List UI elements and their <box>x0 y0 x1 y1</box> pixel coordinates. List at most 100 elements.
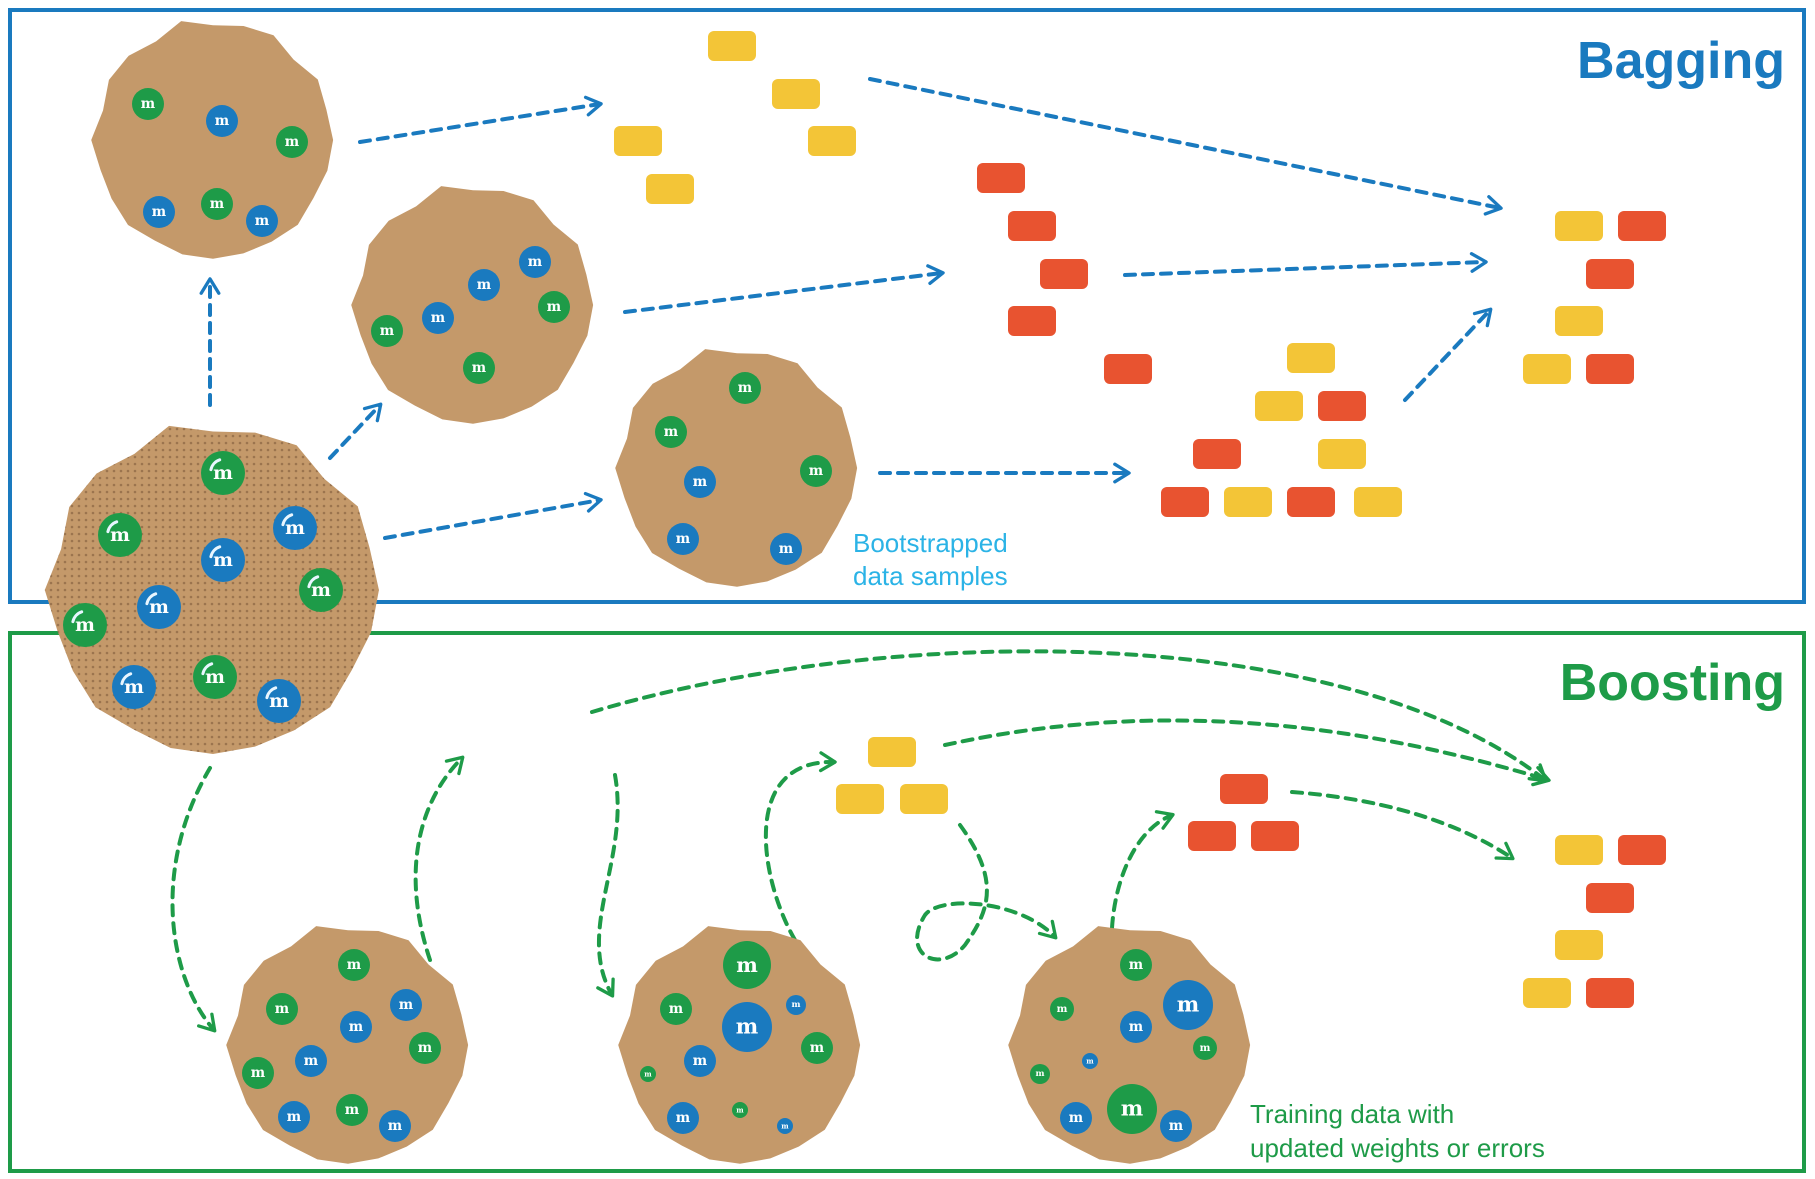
prediction-block-icon <box>1287 487 1335 517</box>
svg-text:m: m <box>431 310 446 326</box>
boosting-model-1-blocks <box>836 737 948 814</box>
prediction-block-icon <box>1586 259 1634 289</box>
arrow-icon <box>590 649 1548 783</box>
candy-icon: m <box>137 585 181 629</box>
candy-icon: m <box>390 989 422 1021</box>
svg-text:m: m <box>676 531 691 547</box>
boosting-final-blocks <box>1523 835 1666 1008</box>
prediction-block-icon <box>1040 259 1088 289</box>
bagging-final-blocks <box>1523 211 1666 384</box>
svg-text:m: m <box>693 1053 708 1069</box>
boosting-arrows <box>170 649 1551 1033</box>
arrow-icon <box>596 773 620 998</box>
svg-text:m: m <box>388 1118 403 1134</box>
prediction-block-icon <box>1523 354 1571 384</box>
candy-icon: m <box>723 941 771 989</box>
candy-icon: m <box>1193 1036 1217 1060</box>
candy-icon: m <box>371 315 403 347</box>
candy-icon: m <box>338 949 370 981</box>
prediction-block-icon <box>772 79 820 109</box>
svg-text:m: m <box>809 463 824 479</box>
svg-text:m: m <box>287 1109 302 1125</box>
bagging-frame <box>8 8 1806 604</box>
candy-icon: m <box>201 188 233 220</box>
prediction-block-icon <box>1555 930 1603 960</box>
arrow-icon <box>1403 307 1493 402</box>
svg-text:m: m <box>781 1122 789 1131</box>
svg-text:m: m <box>304 1053 319 1069</box>
boosting-title: Boosting <box>1560 654 1785 712</box>
svg-text:m: m <box>644 1070 652 1079</box>
svg-text:m: m <box>285 517 305 539</box>
svg-text:m: m <box>347 957 362 973</box>
prediction-block-icon <box>1193 439 1241 469</box>
candy-icon: m <box>729 372 761 404</box>
candy-icon: m <box>257 679 301 723</box>
prediction-block-icon <box>1161 487 1209 517</box>
svg-text:m: m <box>269 690 289 712</box>
candy-icon: m <box>422 302 454 334</box>
prediction-block-icon <box>1224 487 1272 517</box>
bagging-model-2-blocks <box>977 163 1088 336</box>
candy-icon: m <box>201 538 245 582</box>
svg-text:m: m <box>110 524 130 546</box>
prediction-block-icon <box>1287 343 1335 373</box>
bagging-title: Bagging <box>1577 32 1785 90</box>
candy-icon: m <box>468 269 500 301</box>
prediction-block-icon <box>868 737 916 767</box>
candy-icon: m <box>379 1110 411 1142</box>
svg-text:m: m <box>149 596 169 618</box>
candy-icon: m <box>655 416 687 448</box>
candy-icon: m <box>1060 1102 1092 1134</box>
candy-icon: m <box>1163 980 1213 1030</box>
prediction-block-icon <box>1354 487 1402 517</box>
arrow-icon <box>413 755 465 962</box>
prediction-block-icon <box>1618 835 1666 865</box>
candy-icon: m <box>684 1045 716 1077</box>
svg-text:m: m <box>255 213 270 229</box>
prediction-block-icon <box>1104 354 1152 384</box>
svg-text:m: m <box>1200 1042 1211 1054</box>
candy-icon: m <box>722 1002 772 1052</box>
prediction-block-icon <box>977 163 1025 193</box>
candy-icon: m <box>732 1102 748 1118</box>
prediction-block-icon <box>1586 354 1634 384</box>
candy-icon: m <box>336 1094 368 1126</box>
prediction-block-icon <box>1586 978 1634 1008</box>
svg-text:m: m <box>1121 1097 1144 1122</box>
candy-icon: m <box>193 655 237 699</box>
prediction-block-icon <box>1188 821 1236 851</box>
candy-icon: m <box>463 352 495 384</box>
bagging-caption-line-2: data samples <box>853 561 1008 591</box>
candy-icon: m <box>246 205 278 237</box>
svg-text:m: m <box>1086 1057 1094 1066</box>
svg-text:m: m <box>676 1110 691 1126</box>
candy-icon: m <box>299 568 343 612</box>
prediction-block-icon <box>836 784 884 814</box>
candy-icon: m <box>1030 1064 1050 1084</box>
svg-text:m: m <box>205 666 225 688</box>
svg-text:m: m <box>736 1106 744 1115</box>
candy-icon: m <box>1120 949 1152 981</box>
svg-text:m: m <box>792 1000 801 1010</box>
candy-icon: m <box>1050 997 1074 1021</box>
svg-text:m: m <box>1129 957 1144 973</box>
arrow-icon <box>943 718 1551 787</box>
svg-text:m: m <box>213 462 233 484</box>
candy-icon: m <box>98 513 142 557</box>
candy-icon: m <box>1120 1011 1152 1043</box>
svg-text:m: m <box>1069 1110 1084 1126</box>
candy-icon: m <box>538 291 570 323</box>
prediction-block-icon <box>1555 835 1603 865</box>
svg-text:m: m <box>418 1040 433 1056</box>
arrow-icon <box>1290 790 1515 861</box>
svg-text:m: m <box>75 614 95 636</box>
prediction-block-icon <box>1618 211 1666 241</box>
bagging-arrows <box>199 77 1503 540</box>
prediction-block-icon <box>1555 306 1603 336</box>
candy-icon: m <box>112 665 156 709</box>
